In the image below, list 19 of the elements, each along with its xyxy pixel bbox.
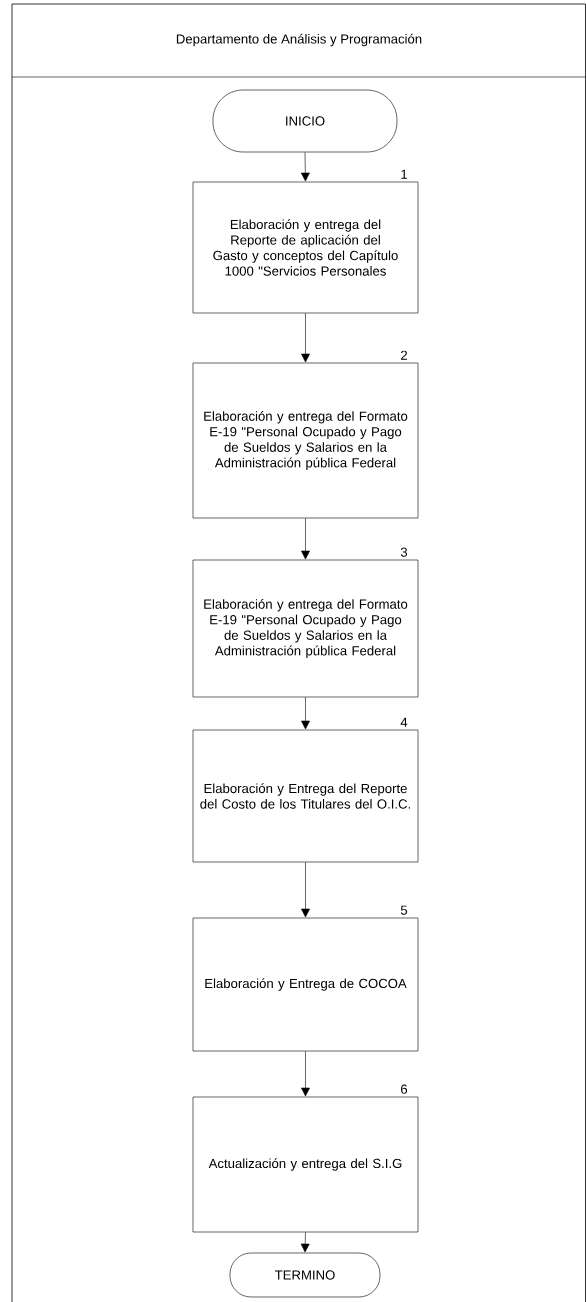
step-number: 4: [400, 717, 408, 727]
step-number: 5: [400, 905, 408, 915]
process-box: Elaboración y entrega del Formato E-19 "Personal Ocupado y Pago de Sueldos y Salarios en la Administración pública Federal: [192, 362, 419, 519]
arrow: [301, 313, 310, 363]
arrow: [301, 862, 310, 918]
arrow: [301, 697, 310, 730]
arrow: [301, 1051, 310, 1097]
process-box: Elaboración y entrega del Reporte de aplicación del Gasto y conceptos del Capítulo 1000 "Servicios Personales: [192, 181, 419, 314]
step-number: 1: [401, 169, 407, 179]
step-number: 2: [401, 350, 407, 360]
arrow: [300, 1232, 310, 1253]
process-box: Elaboración y Entrega de COCOA: [192, 917, 419, 1052]
process-box: Elaboración y entrega del Formato E-19 "Personal Ocupado y Pago de Sueldos y Salarios en la Administración pública Federal: [192, 559, 419, 698]
process-box: Actualización y entrega del S.I.G: [192, 1096, 419, 1233]
arrow: [301, 518, 310, 560]
arrow: [300, 152, 310, 182]
step-number: 3: [400, 547, 408, 557]
step-number: 6: [401, 1084, 408, 1094]
process-box: Elaboración y Entrega del Reporte del Costo de los Titulares del O.I.C.: [192, 729, 419, 863]
